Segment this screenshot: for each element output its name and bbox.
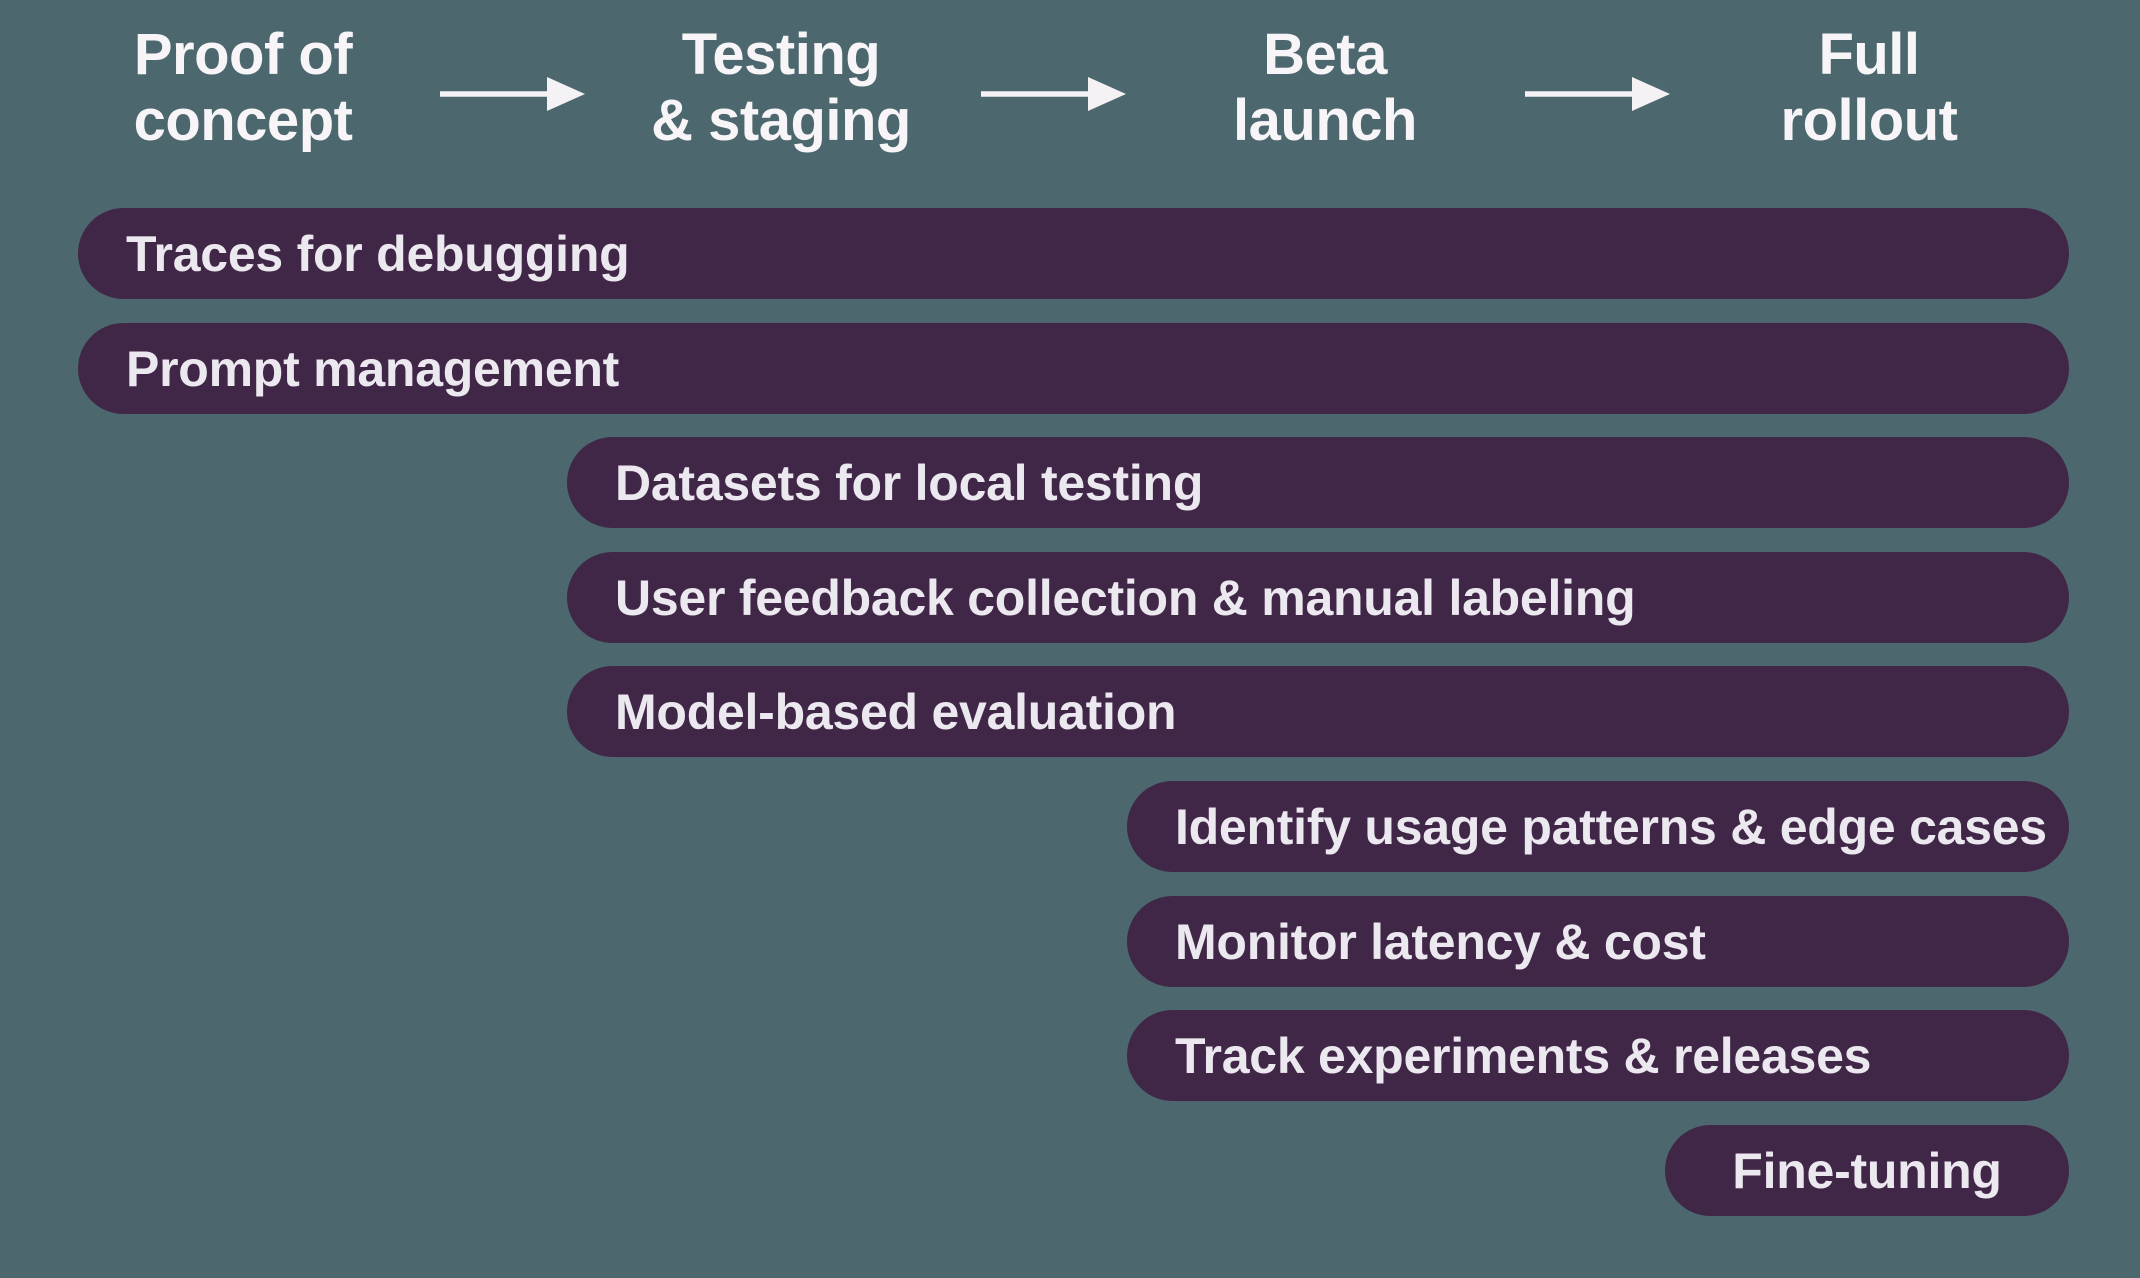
stage-label-line1: Proof of	[133, 22, 353, 87]
roadmap-bar-label: Monitor latency & cost	[1175, 913, 1706, 970]
stage-label-line2: launch	[1233, 88, 1417, 153]
roadmap-bar: Traces for debugging	[78, 208, 2069, 299]
stage-label: Testing & staging	[651, 22, 911, 154]
roadmap-bar-label: User feedback collection & manual labeli…	[615, 569, 1636, 626]
roadmap-bar: Identify usage patterns & edge cases	[1127, 781, 2069, 872]
arrow-right-icon	[1522, 74, 1672, 114]
stage-label: Full rollout	[1781, 22, 1958, 154]
roadmap-bar-label: Track experiments & releases	[1175, 1027, 1872, 1084]
roadmap-bar-label: Traces for debugging	[126, 225, 630, 282]
roadmap-bar-label: Identify usage patterns & edge cases	[1175, 798, 2047, 855]
roadmap-bar: Prompt management	[78, 323, 2069, 414]
stage-label: Proof of concept	[134, 22, 353, 154]
stage-label-line2: rollout	[1780, 88, 1958, 153]
roadmap-bar-label: Fine-tuning	[1732, 1142, 2002, 1199]
stage-label-line1: Beta	[1263, 22, 1387, 87]
stage-label-line2: & staging	[651, 88, 911, 153]
roadmap-bar: Fine-tuning	[1665, 1125, 2069, 1216]
roadmap-bar: Monitor latency & cost	[1127, 896, 2069, 987]
roadmap-bar-label: Prompt management	[126, 340, 620, 397]
stage-label-line1: Full	[1818, 22, 1920, 87]
arrow-right-icon	[978, 74, 1128, 114]
roadmap-bar: Datasets for local testing	[567, 437, 2069, 528]
stage-label-line1: Testing	[681, 22, 881, 87]
arrow-right-icon	[437, 74, 587, 114]
stage-label-line2: concept	[133, 88, 353, 153]
roadmap-bar: Model-based evaluation	[567, 666, 2069, 757]
roadmap-bar-label: Model-based evaluation	[615, 683, 1177, 740]
roadmap-bar: Track experiments & releases	[1127, 1010, 2069, 1101]
roadmap-bar: User feedback collection & manual labeli…	[567, 552, 2069, 643]
stage-label: Beta launch	[1233, 22, 1417, 154]
roadmap-bar-label: Datasets for local testing	[615, 454, 1204, 511]
